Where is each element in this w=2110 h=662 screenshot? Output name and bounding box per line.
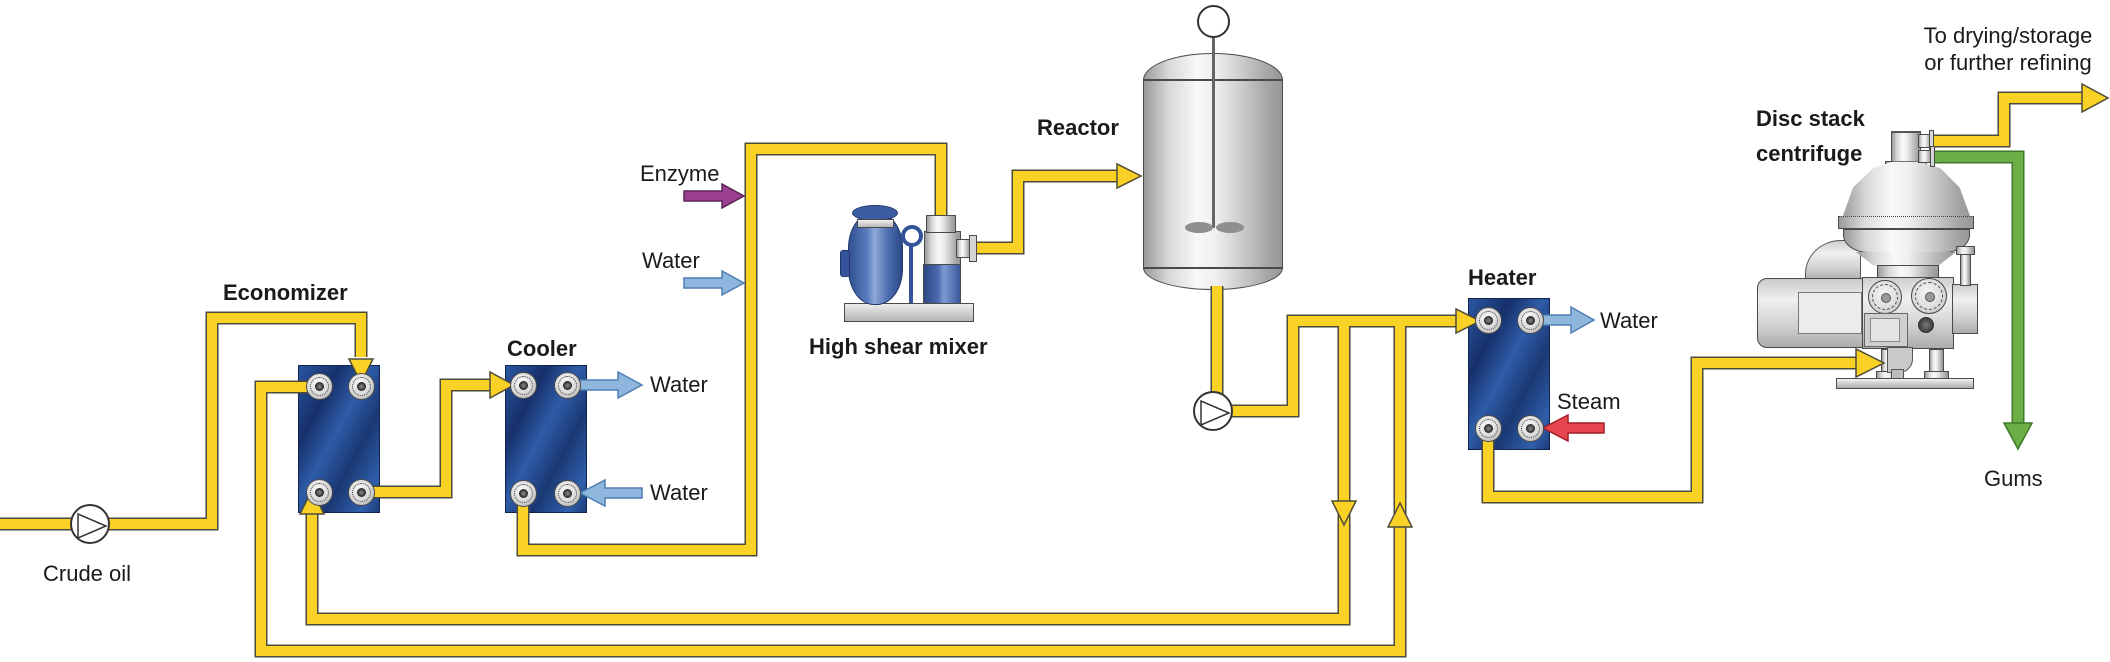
centrifuge-lower-panel-inner bbox=[1870, 318, 1900, 342]
flow-arrow-into-economizer-top bbox=[347, 358, 375, 385]
mixer-handle-stem bbox=[909, 245, 913, 303]
heater-label: Heater bbox=[1468, 265, 1537, 290]
centrifuge-side-pipe-cap bbox=[1956, 246, 1975, 255]
mixer-chamber bbox=[923, 264, 961, 304]
water-label-cooler-out: Water bbox=[650, 372, 708, 397]
flow-arrow-oil-outlet bbox=[2081, 82, 2110, 114]
enzyme-arrow-icon bbox=[683, 182, 746, 210]
centrifuge-label-line2: centrifuge bbox=[1756, 141, 1863, 166]
mixer-motor-lug bbox=[840, 250, 850, 277]
heater-port-top-left bbox=[1475, 307, 1502, 334]
cooler-port-bottom-right bbox=[554, 480, 581, 507]
crude-oil-pump-icon bbox=[70, 504, 110, 544]
reactor-label: Reactor bbox=[1037, 115, 1119, 140]
gums-label: Gums bbox=[1984, 466, 2043, 491]
water-in-arrow-cooler-icon bbox=[578, 478, 643, 508]
centrifuge-label-line1: Disc stack bbox=[1756, 106, 1865, 131]
pipe-fills bbox=[0, 93, 2082, 656]
centrifuge-rim bbox=[1838, 216, 1974, 229]
enzyme-label: Enzyme bbox=[640, 161, 720, 186]
steam-label: Steam bbox=[1557, 389, 1621, 414]
cooler-port-top-right bbox=[554, 372, 581, 399]
agitator-blade bbox=[1216, 222, 1244, 233]
economizer-port-top-right bbox=[348, 373, 375, 400]
mixer-motor-band bbox=[857, 219, 894, 228]
centrifuge-inlet-elbow bbox=[1887, 347, 1913, 373]
water-label-cooler-in: Water bbox=[650, 480, 708, 505]
cooler-label: Cooler bbox=[507, 336, 577, 361]
pipe-return-to-economizer bbox=[305, 321, 1351, 626]
economizer-port-bottom-left bbox=[306, 479, 333, 506]
mixer-outlet-flange bbox=[969, 235, 977, 262]
cooler-port-top-left bbox=[510, 372, 537, 399]
centrifuge-bowl-taper bbox=[1856, 252, 1956, 266]
heater-port-bottom-left bbox=[1475, 415, 1502, 442]
agitator-blade bbox=[1185, 222, 1213, 233]
outlet-label-line2: or further refining bbox=[1924, 50, 2092, 75]
flow-arrowheads bbox=[298, 82, 2110, 528]
flow-arrow-into-centrifuge bbox=[1855, 347, 1886, 379]
water-label-heater-out: Water bbox=[1600, 308, 1658, 333]
outlet-label-line1: To drying/storage bbox=[1923, 23, 2093, 48]
high-shear-mixer-label: High shear mixer bbox=[809, 334, 988, 359]
mixer-base bbox=[844, 303, 974, 322]
centrifuge-side-box bbox=[1952, 284, 1978, 334]
flow-arrow-up-supply bbox=[1386, 501, 1414, 528]
centrifuge-sight-port bbox=[1918, 317, 1934, 333]
centrifuge-bowl bbox=[1843, 229, 1970, 253]
water-in-arrow-mixline-icon bbox=[683, 269, 746, 297]
economizer-port-bottom-right bbox=[348, 479, 375, 506]
stream-input-arrows bbox=[578, 182, 1605, 508]
centrifuge-neck bbox=[1891, 131, 1921, 165]
centrifuge-gums-nozzle-flange bbox=[1930, 146, 1935, 167]
centrifuge-motor-panel bbox=[1798, 292, 1862, 334]
centrifuge-cover-left bbox=[1868, 280, 1902, 314]
crude-oil-label: Crude oil bbox=[43, 561, 132, 586]
economizer-port-top-left bbox=[306, 373, 333, 400]
agitator-shaft bbox=[1212, 36, 1215, 228]
pipe-mixer-to-reactor bbox=[972, 169, 1120, 255]
water-label-mixline: Water bbox=[642, 248, 700, 273]
flow-arrow-into-cooler bbox=[489, 370, 516, 400]
mixer-inlet-collar bbox=[926, 215, 956, 233]
pipe-gums-outlet bbox=[1932, 150, 2025, 425]
disc-stack-centrifuge-label: Disc stack centrifuge bbox=[1756, 101, 1865, 171]
flow-arrow-into-heater bbox=[1455, 307, 1482, 335]
heater-port-bottom-right bbox=[1517, 415, 1544, 442]
pipe-econ-to-cooler bbox=[361, 378, 494, 499]
flow-arrow-gums-outlet bbox=[2002, 422, 2034, 451]
water-out-arrow-heater-icon bbox=[1542, 305, 1596, 335]
agitator-motor-icon bbox=[1197, 5, 1230, 38]
water-out-arrow-cooler-icon bbox=[579, 370, 644, 400]
centrifuge-base-plate bbox=[1836, 378, 1974, 389]
flow-arrow-into-reactor bbox=[1116, 162, 1143, 190]
flow-arrow-down-return bbox=[1330, 500, 1358, 527]
reactor-discharge-pump-icon bbox=[1193, 391, 1233, 431]
cooler-port-bottom-left bbox=[510, 480, 537, 507]
centrifuge-cover-right bbox=[1911, 278, 1947, 314]
economizer-label: Economizer bbox=[223, 280, 348, 305]
heater-port-top-right bbox=[1517, 307, 1544, 334]
steam-in-arrow-heater-icon bbox=[1541, 413, 1605, 443]
